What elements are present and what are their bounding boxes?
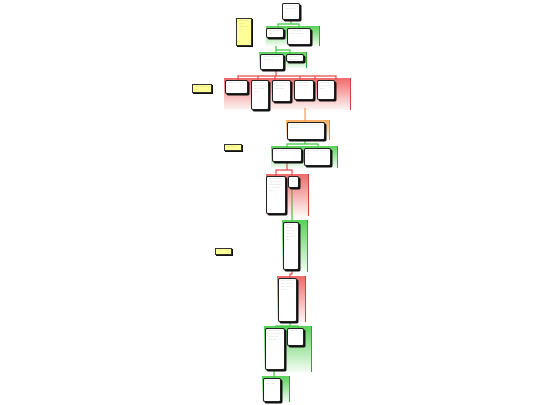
node-step-1[interactable]: ······ ···· ····· ···· ······ ····· ····… xyxy=(283,222,299,270)
node-text: ····· ······ ··· ···· ···· ······ ··· ··… xyxy=(290,123,322,129)
node-text: ····· ······· ··· ·· ······ ···· ··· ···… xyxy=(254,81,265,93)
node-text: ····· ···· ······ ····· xyxy=(266,379,275,385)
node-text: ······ ····· ···· ·· ······ ····· xyxy=(320,81,331,90)
node-central[interactable]: ····· ······ ··· ···· ···· ······ ··· ··… xyxy=(287,122,325,140)
node-level2-right[interactable]: ······ ···· ····· ····· xyxy=(286,54,304,62)
sticky-note[interactable]: ···· ·· xyxy=(215,248,232,255)
node-level2-left[interactable]: ···· ····· ······ ······ ···· ······ ·· xyxy=(260,54,284,70)
node-text: ····· ···· ······ ···· ····· ···· ······… xyxy=(269,177,282,192)
node-text: ······ ····· ···· ····· ···· xyxy=(275,149,296,152)
node-text: ······ ····· ···· ····· ······ ···· ····… xyxy=(281,279,294,291)
node-row-5[interactable]: ······ ····· ···· ·· ······ ····· xyxy=(317,80,335,100)
node-text: ······ ···· xyxy=(290,329,299,332)
node-text: ····· ···· ······ ··· ···· ····· ······ … xyxy=(275,81,288,90)
node-root[interactable]: ··· ···· ·· ······ ···· ·· xyxy=(282,3,300,20)
note-text: ······ ····· ·· ···· ······ ····· ··· xyxy=(239,19,248,31)
note-text: ····· ······ xyxy=(227,145,236,148)
node-row-1[interactable]: ········ ····· ··· ···· ·· xyxy=(225,80,248,94)
node-text: ·· ····· ······ ··· ······ ···· ····· xyxy=(290,29,304,35)
node-row-4[interactable]: ···· ······ ···· ····· ··· ····· xyxy=(294,80,314,100)
node-text: ······ ···· ····· ···· ······ ····· ····… xyxy=(286,223,295,241)
note-text: ···· ·· xyxy=(218,249,224,252)
node-branch-right[interactable]: ···· ····· ······ ····· ··· ···· xyxy=(304,148,331,166)
node-final[interactable]: ····· ···· ······ ····· xyxy=(263,378,281,402)
node-row-3[interactable]: ····· ···· ······ ··· ···· ····· ······ … xyxy=(272,80,291,102)
node-row-2[interactable]: ····· ······· ··· ·· ······ ···· ··· ···… xyxy=(251,80,269,110)
node-text: ···· ····· xyxy=(291,177,295,183)
node-branch-left[interactable]: ······ ····· ···· ····· ···· xyxy=(272,148,302,162)
note-text: ····· ·· ······ ···· xyxy=(195,85,206,91)
node-text: ····· ···· ······ ····· ···· ······ ····… xyxy=(268,329,281,341)
node-detail-tall[interactable]: ····· ···· ······ ···· ····· ···· ······… xyxy=(266,176,286,214)
sticky-note[interactable]: ····· ·· ······ ···· xyxy=(192,84,212,93)
node-text: ···· ······ ···· ····· ··· ····· xyxy=(297,81,309,87)
node-text: ········ ····· ··· ···· ·· xyxy=(228,81,245,87)
node-text: ······ ···· ····· ····· xyxy=(289,55,298,61)
sticky-note[interactable]: ····· ······ xyxy=(224,144,242,151)
node-detail-small[interactable]: ···· ····· xyxy=(288,176,299,188)
node-text: ···· ····· ····· ··· ·· xyxy=(269,29,281,35)
node-level1-right[interactable]: ·· ····· ······ ··· ······ ···· ····· xyxy=(287,28,311,45)
node-text: ···· ····· ······ ····· ··· ···· xyxy=(307,149,327,155)
node-step-2[interactable]: ······ ····· ···· ····· ······ ···· ····… xyxy=(278,278,297,322)
node-step-3[interactable]: ····· ···· ······ ····· ···· ······ ····… xyxy=(265,328,285,370)
sticky-note[interactable]: ······ ····· ·· ···· ······ ····· ··· xyxy=(236,18,252,46)
node-text: ··· ···· ·· ······ ···· ·· xyxy=(285,4,296,10)
node-text: ···· ····· ······ ······ ···· ······ ·· xyxy=(263,55,281,61)
node-step-3-side[interactable]: ······ ···· xyxy=(287,328,304,346)
node-level1-left[interactable]: ···· ····· ····· ··· ·· xyxy=(266,28,284,38)
